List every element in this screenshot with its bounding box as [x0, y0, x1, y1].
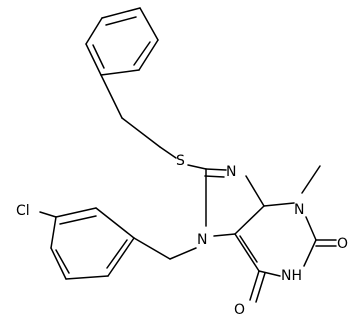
bond — [95, 207, 135, 239]
bond — [138, 39, 159, 71]
bond — [121, 117, 161, 148]
phenyl-ring — [85, 7, 159, 76]
bond-inner — [106, 239, 128, 269]
atom-label-cl: Cl — [16, 203, 30, 219]
atom-label-n1: NH — [281, 268, 302, 284]
bond — [55, 207, 97, 218]
bond — [50, 247, 67, 280]
ethyl-chain — [100, 74, 177, 159]
bond-s-c8 — [187, 164, 207, 170]
bond — [100, 69, 140, 76]
bond-inner — [133, 41, 151, 66]
imidazole-ring — [204, 168, 265, 237]
bond-c8-n9 — [205, 168, 227, 171]
bond — [50, 216, 57, 249]
bond-c6-c5-double — [239, 235, 258, 263]
atom-label-o6: O — [234, 302, 245, 318]
bond — [139, 7, 159, 41]
bond-n1-c6 — [258, 270, 281, 277]
bond-n7-ch2 — [169, 247, 197, 260]
bond-inner — [105, 16, 137, 26]
chlorophenyl-ring — [50, 207, 135, 280]
bond-c-cl — [39, 211, 57, 218]
bond-inner — [92, 44, 105, 69]
bond-n3-methyl — [301, 165, 321, 194]
bond-c2-n1 — [303, 239, 317, 267]
bond-ch2-ring — [133, 237, 171, 260]
pyrimidine-ring — [234, 202, 317, 277]
atom-label-s: S — [176, 153, 185, 169]
atom-label-n3: N — [294, 202, 304, 218]
bond — [85, 43, 102, 76]
bond — [65, 275, 109, 280]
bond — [100, 74, 123, 119]
bond-c6-o-double — [255, 272, 266, 303]
bond-c6-c5 — [234, 233, 260, 272]
bond-c4-c5 — [234, 205, 265, 235]
bond-c8-n9-double — [204, 175, 225, 178]
bond — [159, 146, 177, 159]
bond — [85, 17, 103, 45]
bond-inner — [59, 215, 97, 225]
bond-inner — [55, 249, 70, 274]
bond-c5-n7 — [213, 233, 236, 237]
bond — [101, 7, 141, 19]
atom-label-o2: O — [337, 236, 348, 252]
bond-n3-c2 — [305, 216, 317, 241]
bond — [107, 237, 135, 277]
atom-label-n9: N — [226, 164, 236, 180]
atom-label-n7: N — [197, 232, 207, 248]
bond-n9-c4 — [245, 175, 265, 207]
bond-c4-n3 — [263, 202, 295, 207]
bond-c6-o — [249, 270, 260, 301]
